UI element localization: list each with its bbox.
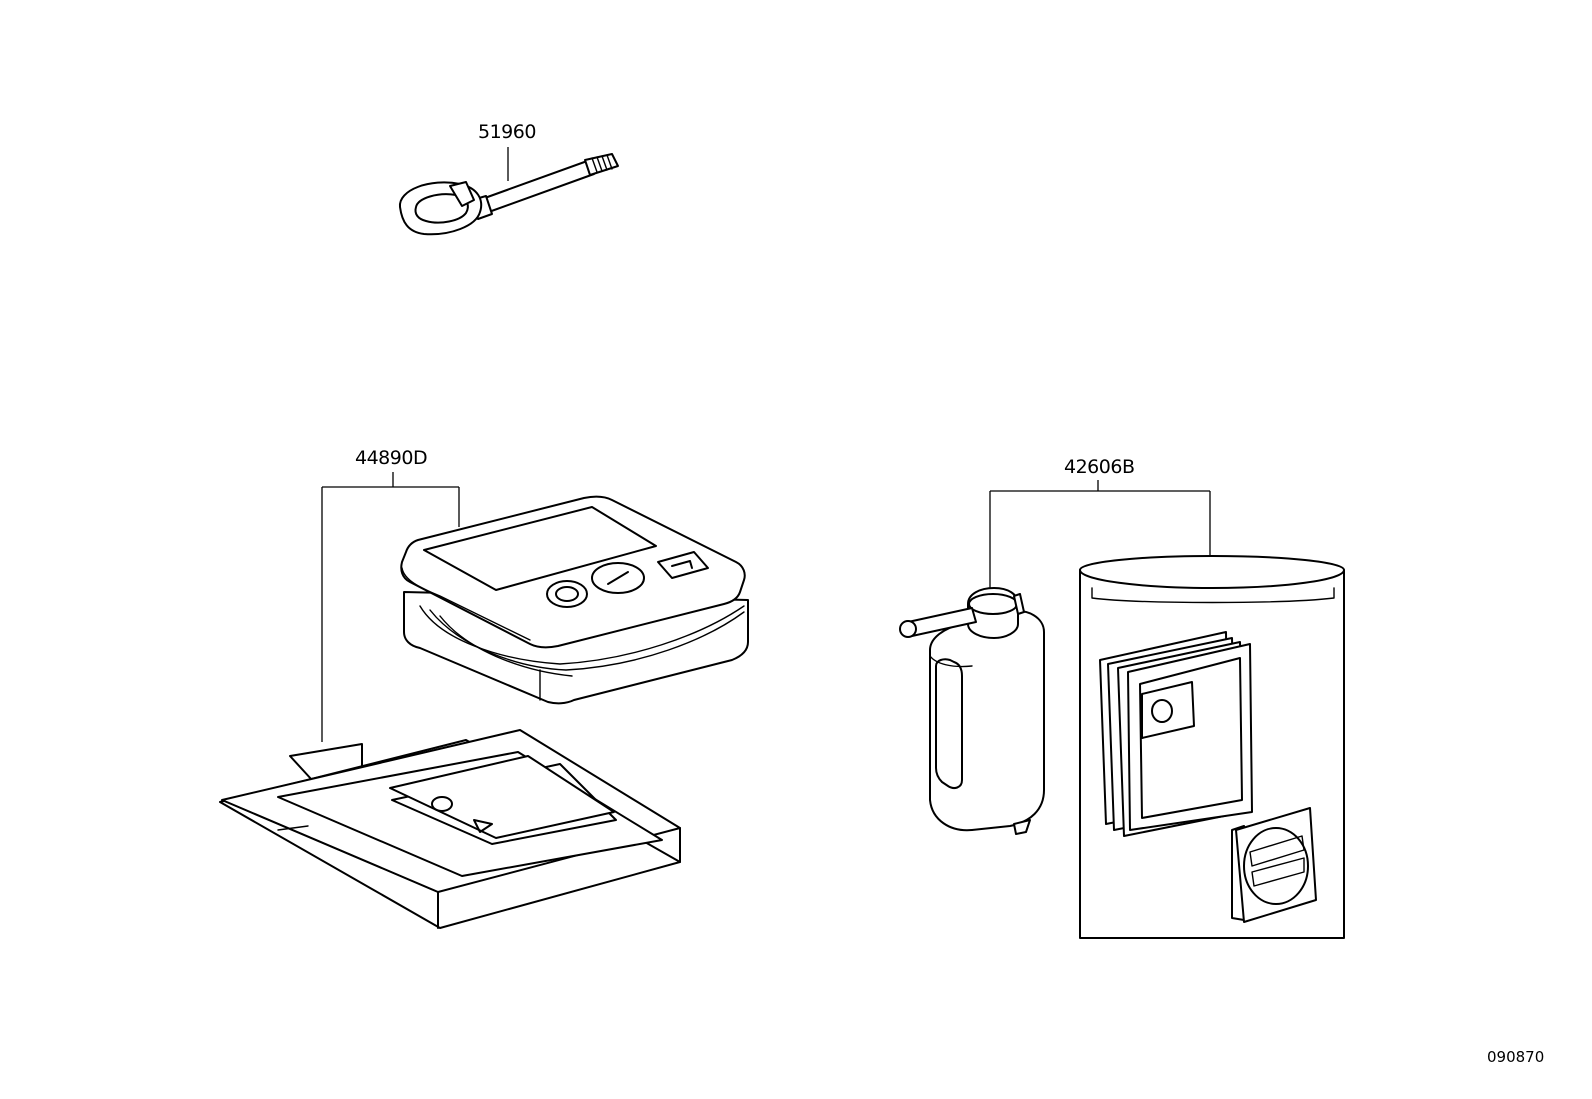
tow-hook-label: 51960 [478, 121, 536, 143]
sealant-bottle-icon [899, 587, 1045, 835]
instruction-sheet-pack-icon [389, 755, 617, 845]
figure-reference-code: 090870 [1487, 1048, 1544, 1066]
storage-bag-icon [219, 729, 681, 929]
towing-eye-hook-icon [398, 153, 619, 236]
repair-kit-label: 44890D [355, 447, 427, 469]
repair-kit-leader [321, 472, 460, 742]
sealant-kit-label: 42606B [1064, 456, 1134, 478]
caution-sticker-icon [1231, 807, 1317, 923]
sealant-kit-leader [989, 480, 1211, 594]
repair-kit-group: 44890D [219, 447, 749, 929]
instruction-manual-icon [1099, 631, 1253, 837]
tow-hook-group: 51960 [398, 121, 619, 236]
sealant-kit-group: 42606B [899, 456, 1345, 939]
tire-inflator-compressor-icon [400, 495, 749, 705]
